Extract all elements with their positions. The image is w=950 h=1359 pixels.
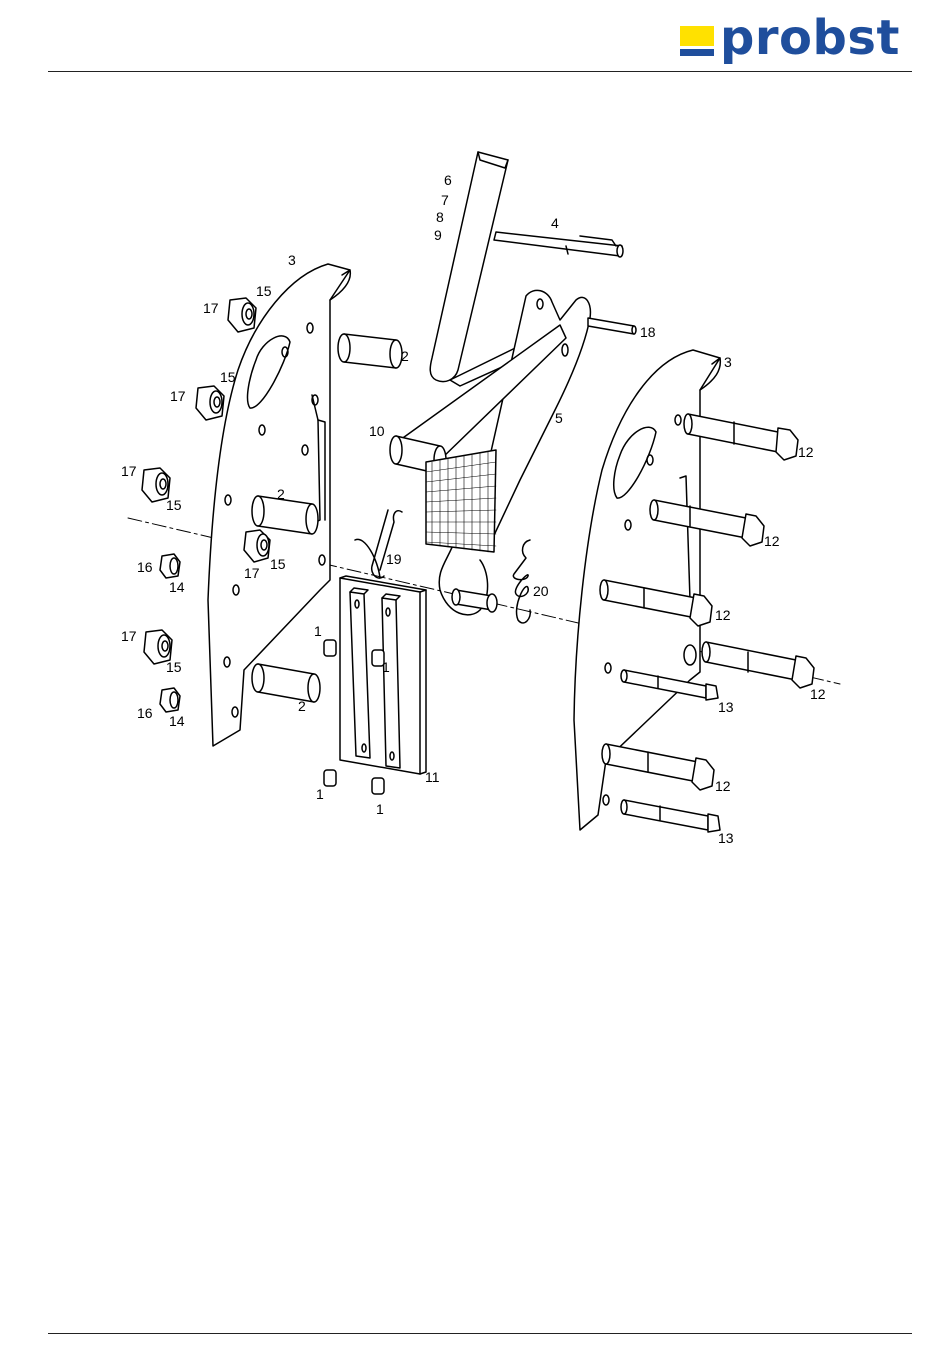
bolt-12-a bbox=[684, 414, 798, 460]
callout-17-d: 17 bbox=[244, 565, 260, 581]
nut-17-15-b bbox=[196, 386, 224, 420]
callout-15-c: 15 bbox=[166, 497, 182, 513]
bushing-1d bbox=[372, 778, 384, 794]
callout-19: 19 bbox=[386, 551, 402, 567]
callout-16-b: 16 bbox=[137, 705, 153, 721]
bolt-12-d bbox=[702, 642, 814, 688]
bolt-12-e bbox=[602, 744, 714, 790]
callout-20: 20 bbox=[533, 583, 549, 599]
callout-1-b: 1 bbox=[382, 659, 390, 675]
callout-18: 18 bbox=[640, 324, 656, 340]
callout-2-middle: 2 bbox=[277, 486, 285, 502]
callout-2-upper: 2 bbox=[401, 348, 409, 364]
spring-20 bbox=[513, 540, 530, 623]
callout-5: 5 bbox=[555, 410, 563, 426]
callout-17-c: 17 bbox=[121, 463, 137, 479]
callout-12-b: 12 bbox=[764, 533, 780, 549]
callout-15-d: 15 bbox=[270, 556, 286, 572]
spacer-tube-lower bbox=[252, 664, 320, 702]
bushing-1c bbox=[324, 770, 336, 786]
callout-14-b: 14 bbox=[169, 713, 185, 729]
callout-1-c: 1 bbox=[316, 786, 324, 802]
callout-3-left: 3 bbox=[288, 252, 296, 268]
callout-15-b: 15 bbox=[220, 369, 236, 385]
callout-1-a: 1 bbox=[314, 623, 322, 639]
pin-4 bbox=[494, 232, 623, 257]
bushing-1a bbox=[324, 640, 336, 656]
callout-17-b: 17 bbox=[170, 388, 186, 404]
callout-1-d: 1 bbox=[376, 801, 384, 817]
bolt-13-b bbox=[621, 800, 720, 832]
nut-16-14-b bbox=[160, 688, 180, 712]
callout-14-a: 14 bbox=[169, 579, 185, 595]
callout-12-d: 12 bbox=[810, 686, 826, 702]
callout-12-a: 12 bbox=[798, 444, 814, 460]
callout-12-c: 12 bbox=[715, 607, 731, 623]
nut-16-14-a bbox=[160, 554, 180, 578]
spacer-tube-upper bbox=[338, 334, 402, 368]
footer-divider bbox=[48, 1333, 912, 1334]
callout-9: 9 bbox=[434, 227, 442, 243]
nut-17-15-a bbox=[228, 298, 256, 332]
callout-15-e: 15 bbox=[166, 659, 182, 675]
lower-pin bbox=[452, 589, 497, 612]
callout-2-lower: 2 bbox=[298, 698, 306, 714]
callout-3-right: 3 bbox=[724, 354, 732, 370]
callout-13-a: 13 bbox=[718, 699, 734, 715]
pin-18 bbox=[588, 318, 636, 334]
callout-10: 10 bbox=[369, 423, 385, 439]
callout-15-a: 15 bbox=[256, 283, 272, 299]
callout-12-e: 12 bbox=[715, 778, 731, 794]
callout-16-a: 16 bbox=[137, 559, 153, 575]
callout-7: 7 bbox=[441, 192, 449, 208]
callout-13-b: 13 bbox=[718, 830, 734, 846]
callout-11: 11 bbox=[425, 769, 440, 785]
callout-17-e: 17 bbox=[121, 628, 137, 644]
spring-19 bbox=[355, 510, 402, 578]
callout-6: 6 bbox=[444, 172, 452, 188]
jaw-plate-11 bbox=[340, 576, 426, 774]
brake-pad-knurled bbox=[426, 450, 496, 552]
callout-17-a: 17 bbox=[203, 300, 219, 316]
callout-4: 4 bbox=[551, 215, 559, 231]
callout-8: 8 bbox=[436, 209, 444, 225]
